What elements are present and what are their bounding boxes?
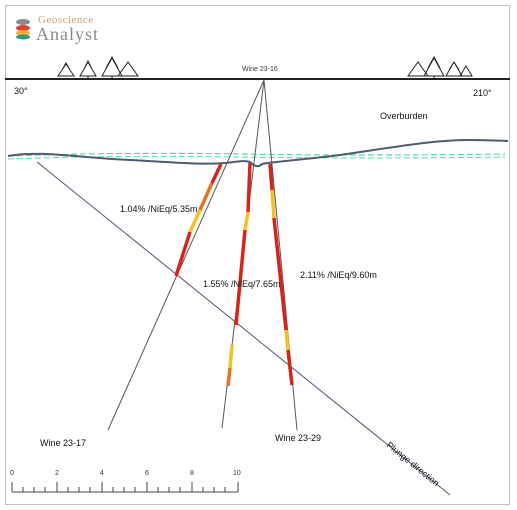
figure-frame <box>5 5 510 505</box>
scale-bar <box>11 482 239 493</box>
scale-tick-10: 10 <box>233 470 241 477</box>
logo-text-top: Geoscience <box>38 14 94 26</box>
tree-icons-right <box>407 55 473 80</box>
scale-tick-0: 0 <box>10 470 14 477</box>
bedrock-surface-line <box>7 138 509 168</box>
scale-tick-8: 8 <box>190 470 194 477</box>
water-table-line <box>7 152 506 157</box>
plunge-direction-label: Plunge direction <box>385 440 441 488</box>
intervals-wine-23-29 <box>268 163 294 386</box>
geoscience-analyst-logo-icon <box>16 19 30 40</box>
plunge-direction-line <box>36 161 451 496</box>
tree-icons-left <box>57 55 139 80</box>
hole-label-wine-23-29: Wine 23-29 <box>275 433 322 443</box>
scale-tick-4: 4 <box>100 470 104 477</box>
intercept-label-wine-23-29: 2.11% /NiEq/9.60m <box>300 270 377 280</box>
intercept-label-wine-23-17: 1.04% /NiEq/5.35m <box>120 204 198 214</box>
intervals-wine-23-16 <box>226 162 252 387</box>
scale-tick-6: 6 <box>145 470 149 477</box>
scale-tick-2: 2 <box>55 470 59 477</box>
intercept-label-wine-23-16: 1.55% /NiEq/7.65m <box>203 279 281 289</box>
azimuth-right-label: 210° <box>473 88 492 98</box>
intervals-wine-23-17 <box>174 163 223 277</box>
hole-label-wine-23-17: Wine 23-17 <box>40 438 87 448</box>
overburden-label: Overburden <box>380 111 428 121</box>
logo-text-main: Analyst <box>36 24 99 44</box>
collar-label: Wine 23-16 <box>242 66 278 73</box>
drillhole-trace-wine-23-17 <box>107 79 265 431</box>
azimuth-left-label: 30° <box>14 86 28 96</box>
